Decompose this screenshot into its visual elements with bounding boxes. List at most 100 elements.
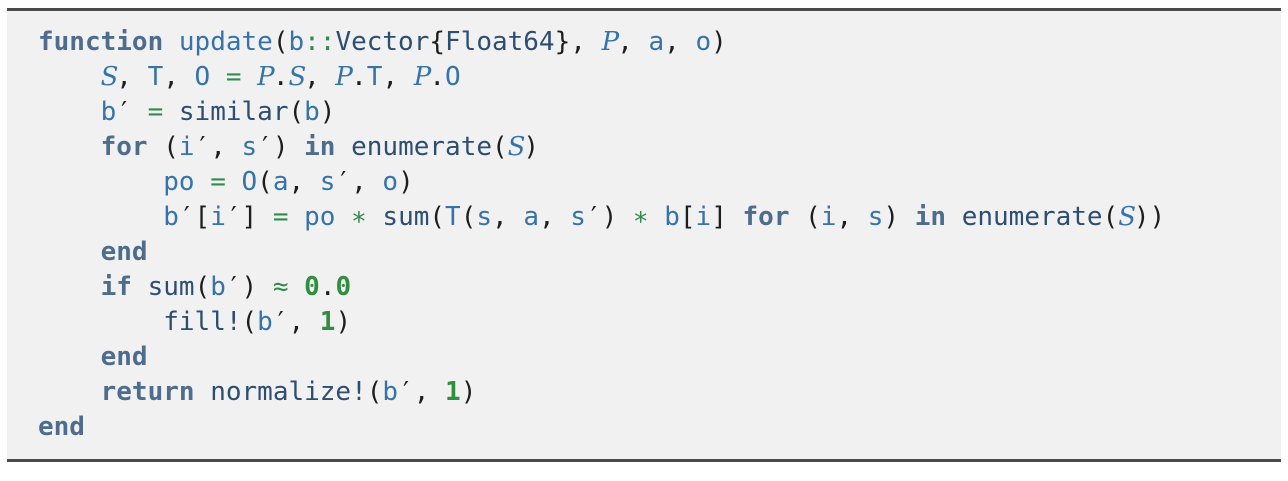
token-punctuation: . bbox=[319, 272, 336, 302]
token-keyword: in bbox=[914, 202, 947, 232]
token-identifier: b bbox=[664, 202, 680, 232]
token-punctuation: ′ bbox=[116, 97, 132, 127]
token-identifier: T bbox=[366, 62, 383, 92]
token-function-name: fill! bbox=[163, 307, 242, 337]
token-whitespace bbox=[38, 307, 163, 337]
token-keyword: if bbox=[100, 272, 132, 302]
token-identifier: i bbox=[210, 202, 226, 232]
token-whitespace bbox=[617, 202, 633, 232]
token-identifier: o bbox=[695, 27, 712, 57]
token-whitespace bbox=[38, 62, 101, 92]
token-identifier: s bbox=[570, 202, 586, 232]
token-punctuation: ′) bbox=[585, 202, 618, 232]
token-punctuation: ′) bbox=[257, 132, 289, 162]
token-whitespace bbox=[649, 202, 665, 232]
token-script-symbol: S bbox=[1118, 202, 1137, 232]
token-punctuation: ′, bbox=[335, 167, 383, 197]
token-script-symbol: P bbox=[601, 27, 620, 57]
token-whitespace bbox=[148, 132, 164, 162]
token-punctuation: )) bbox=[1133, 202, 1166, 232]
token-whitespace bbox=[257, 202, 273, 232]
token-operator: ≈ bbox=[272, 272, 289, 302]
token-whitespace bbox=[727, 202, 743, 232]
token-keyword: end bbox=[100, 237, 148, 267]
algorithm-listing: function update(b::Vector{Float64}, P, a… bbox=[7, 8, 1281, 462]
token-whitespace bbox=[899, 202, 915, 232]
token-identifier: a bbox=[648, 27, 665, 57]
code-line: b′ = similar(b) bbox=[38, 95, 1257, 130]
token-whitespace bbox=[132, 97, 148, 127]
token-punctuation: , bbox=[163, 62, 195, 92]
token-keyword: end bbox=[38, 412, 85, 442]
token-punctuation: ( bbox=[194, 272, 211, 302]
token-whitespace bbox=[946, 202, 962, 232]
token-identifier: a bbox=[523, 202, 539, 232]
token-identifier: b bbox=[382, 377, 399, 407]
token-punctuation: . bbox=[351, 62, 367, 92]
token-identifier: s bbox=[319, 167, 336, 197]
token-script-symbol: S bbox=[507, 132, 526, 162]
token-identifier: s bbox=[867, 202, 884, 232]
token-whitespace bbox=[195, 167, 211, 197]
token-script-symbol: S bbox=[288, 62, 307, 92]
token-identifier: i bbox=[820, 202, 837, 232]
token-function-name: sum bbox=[382, 202, 430, 232]
token-identifier: o bbox=[382, 167, 399, 197]
token-punctuation: ′) bbox=[225, 272, 258, 302]
token-identifier: O bbox=[241, 167, 258, 197]
token-identifier: update bbox=[178, 27, 273, 57]
token-punctuation: . bbox=[429, 62, 445, 92]
token-keyword: in bbox=[304, 132, 336, 162]
token-number: 0 bbox=[335, 272, 352, 302]
code-line: b′[i′] = po ∗ sum(T(s, a, s′) ∗ b[i] for… bbox=[38, 200, 1257, 235]
token-identifier: po bbox=[304, 202, 336, 232]
code-line: end bbox=[38, 340, 1257, 375]
token-operator: = bbox=[147, 97, 164, 127]
token-punctuation: ) bbox=[883, 202, 900, 232]
token-punctuation: }, bbox=[554, 27, 602, 57]
token-punctuation: ) bbox=[319, 97, 336, 127]
token-punctuation: [ bbox=[679, 202, 696, 232]
token-punctuation: ( bbox=[257, 167, 273, 197]
token-operator: = bbox=[225, 62, 242, 92]
token-whitespace bbox=[195, 377, 211, 407]
code-line: return normalize!(b′, 1) bbox=[38, 375, 1257, 410]
token-identifier: po bbox=[163, 167, 195, 197]
token-punctuation: ) bbox=[398, 167, 414, 197]
token-identifier: b bbox=[304, 97, 320, 127]
token-operator: = bbox=[272, 202, 289, 232]
token-punctuation: ′, bbox=[194, 132, 242, 162]
token-operator: :: bbox=[304, 27, 336, 57]
token-punctuation: ( bbox=[492, 132, 508, 162]
token-whitespace bbox=[335, 132, 351, 162]
token-identifier: s bbox=[476, 202, 493, 232]
token-keyword: return bbox=[100, 377, 195, 407]
token-keyword: function bbox=[38, 27, 164, 57]
code-line: end bbox=[38, 410, 1257, 445]
token-punctuation: , bbox=[304, 62, 336, 92]
token-identifier: b bbox=[163, 202, 179, 232]
token-function-name: similar bbox=[178, 97, 289, 127]
token-script-symbol: S bbox=[100, 62, 119, 92]
token-whitespace bbox=[38, 342, 101, 372]
token-whitespace bbox=[132, 272, 148, 302]
token-punctuation: ( bbox=[366, 377, 383, 407]
token-keyword: for bbox=[742, 202, 790, 232]
token-operator: ∗ bbox=[351, 202, 367, 232]
token-whitespace bbox=[335, 202, 351, 232]
token-punctuation: , bbox=[492, 202, 524, 232]
token-whitespace bbox=[226, 167, 242, 197]
token-whitespace bbox=[367, 202, 383, 232]
token-number: 1 bbox=[319, 307, 336, 337]
token-punctuation: ( bbox=[1102, 202, 1119, 232]
token-punctuation: ( bbox=[805, 202, 821, 232]
token-punctuation: ′[ bbox=[178, 202, 211, 232]
token-identifier: T bbox=[445, 202, 461, 232]
token-function-name: Vector bbox=[335, 27, 430, 57]
token-function-name: enumerate bbox=[961, 202, 1103, 232]
token-identifier: a bbox=[272, 167, 289, 197]
token-punctuation: ) bbox=[711, 27, 727, 57]
token-identifier: i bbox=[178, 132, 195, 162]
token-punctuation: , bbox=[382, 62, 414, 92]
token-function-name: sum bbox=[147, 272, 195, 302]
